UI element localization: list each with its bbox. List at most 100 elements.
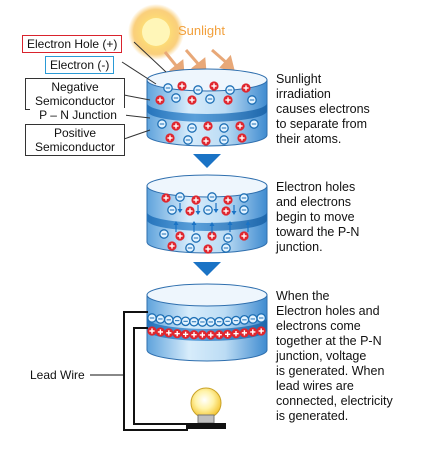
- light-bulb-icon: [186, 387, 226, 429]
- electron-hole-particle: [147, 326, 157, 336]
- electron-hole-particle: [223, 95, 233, 105]
- electron-hole-particle: [221, 206, 231, 216]
- label-leader-lines: [121, 41, 167, 140]
- cell-top-surface: [146, 68, 268, 92]
- electron-particle: [239, 315, 250, 325]
- solar-cell-stage-2: [146, 174, 268, 254]
- lead-wire-label: Lead Wire: [30, 368, 85, 382]
- electron-hole-particle: [177, 81, 187, 91]
- electron-particle: [219, 135, 229, 145]
- electron-hole-particle: [239, 231, 249, 241]
- electron-hole-particle: [197, 330, 207, 340]
- electron-particle: [239, 193, 249, 203]
- electron-hole-particle: [171, 121, 181, 131]
- electron-hole-particle: [235, 121, 245, 131]
- electron-particle: [159, 229, 169, 239]
- electron-hole-particle: [203, 121, 213, 131]
- pn-junction-band: [147, 103, 267, 122]
- pn-junction-band: [147, 212, 267, 231]
- electron-hole-particle: [223, 329, 233, 339]
- electron-particle: [249, 119, 259, 129]
- electron-hole-particle: [214, 330, 224, 340]
- electron-hole-particle: [164, 328, 174, 338]
- electron-particle: [187, 123, 197, 133]
- solar-cell-stage-1: [146, 68, 268, 147]
- electron-particle: [225, 85, 235, 95]
- sunlight-label: Sunlight: [178, 23, 225, 38]
- down-triangle-icon: [193, 262, 221, 276]
- electron-particle: [219, 123, 229, 133]
- cell-top-surface: [146, 283, 268, 307]
- electron-particle: [205, 317, 216, 327]
- electron-particle: [247, 95, 257, 105]
- electron-hole-particle: [241, 83, 251, 93]
- movement-arrow: [227, 221, 233, 232]
- movement-arrow: [173, 221, 179, 232]
- cell-body: [146, 294, 268, 362]
- electron-particle: [180, 316, 191, 327]
- electron-hole-particle: [256, 326, 266, 336]
- electron-hole-particle: [161, 193, 171, 203]
- step-1-description: Sunlight irradiation causes electrons to…: [276, 72, 370, 146]
- electron-hole-particle: [206, 330, 216, 340]
- electron-particle: [221, 243, 231, 253]
- electron-hole-particle: [181, 329, 191, 339]
- electron-hole-particle: [185, 206, 195, 216]
- electron-hole-particle: [237, 133, 247, 143]
- electron-legend: Electron (-): [45, 56, 115, 74]
- electron-particle: [171, 93, 181, 103]
- electron-particle: [175, 192, 185, 202]
- electron-hole-particle: [155, 95, 165, 105]
- electron-hole-particle: [165, 133, 175, 143]
- electron-particle: [163, 83, 173, 93]
- step-2-description: Electron holes and electrons begin to mo…: [276, 180, 360, 254]
- movement-arrow: [213, 203, 219, 213]
- electron-particle: [155, 314, 166, 324]
- movement-arrow: [245, 221, 251, 232]
- electron-hole-particle: [203, 244, 213, 254]
- lead-wire: [90, 311, 188, 431]
- electron-hole-particle: [189, 330, 199, 340]
- electron-hole-particle: [248, 327, 258, 337]
- negative-semiconductor-label: Negative Semiconductor: [25, 78, 125, 110]
- electron-particle: [203, 205, 213, 215]
- electron-hole-particle: [167, 241, 177, 251]
- electron-particle: [239, 205, 249, 215]
- down-triangle-icon: [193, 154, 221, 168]
- cell-top-surface: [146, 174, 268, 198]
- electron-particle: [197, 317, 208, 327]
- electron-particle: [222, 316, 233, 327]
- pn-junction-label: P – N Junction: [30, 108, 126, 122]
- movement-arrow: [191, 221, 197, 232]
- electron-particle: [214, 316, 225, 327]
- electron-particle: [256, 313, 267, 323]
- electron-particle: [185, 243, 195, 253]
- electron-particle: [205, 94, 215, 104]
- electron-particle: [247, 314, 258, 324]
- electron-particle: [147, 313, 157, 323]
- electron-hole-particle: [209, 81, 219, 91]
- sun-icon: [128, 4, 184, 60]
- electron-particle: [172, 315, 183, 326]
- solar-cell-stage-3: [146, 283, 268, 362]
- electron-hole-legend: Electron Hole (+): [22, 35, 123, 53]
- electron-hole-particle: [239, 328, 249, 338]
- electron-particle: [167, 205, 177, 215]
- electron-particle: [207, 192, 217, 202]
- electron-particle: [189, 316, 199, 327]
- electron-particle: [193, 85, 203, 95]
- electron-particle: [223, 233, 233, 243]
- electron-hole-particle: [155, 327, 165, 337]
- movement-arrow: [177, 203, 183, 213]
- electron-hole-particle: [191, 195, 201, 205]
- electron-particle: [231, 315, 241, 326]
- movement-arrow: [231, 205, 237, 215]
- positive-semiconductor-label: Positive Semiconductor: [25, 124, 125, 156]
- step-3-description: When the Electron holes and electrons co…: [276, 289, 393, 423]
- electron-hole-particle: [172, 329, 182, 339]
- electron-hole-particle: [231, 329, 241, 339]
- electron-hole-particle: [207, 231, 217, 241]
- electron-particle: [163, 315, 174, 325]
- electron-particle: [183, 135, 193, 145]
